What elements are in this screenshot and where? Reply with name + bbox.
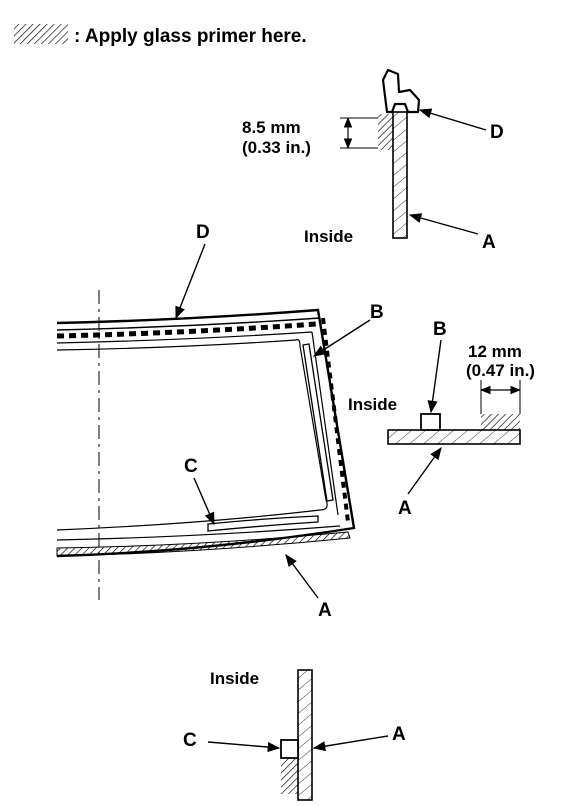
right-glass-pane [387,429,521,445]
bottom-inside-label: Inside [210,669,259,688]
primer-hatch-swatch [14,24,68,44]
inner-glass-area [56,339,328,531]
top-dimension-mm: 8.5 mm [242,118,301,137]
main-leader-b [312,319,371,357]
top-dimension-in: (0.33 in.) [242,138,311,157]
right-inside-label: Inside [348,395,397,414]
bottom-leader-c [207,741,281,753]
right-callout-b: B [433,319,447,340]
main-leader-c [193,477,215,526]
main-windshield-view: D B C A [56,222,384,621]
bottom-spacer-c [280,739,299,759]
right-callout-a: A [398,498,412,519]
top-callout-d: D [490,122,504,143]
top-primer-area [378,114,393,150]
bottom-primer-area [281,758,298,794]
main-leader-a [285,553,319,599]
side-inner-edge [311,331,339,516]
side-primer-dashes [321,317,350,523]
spacer-b-strip [302,343,334,502]
top-section-detail: 8.5 mm (0.33 in.) Inside D A [242,68,504,253]
main-callout-a: A [318,600,332,621]
legend: : Apply glass primer here. [14,24,307,47]
bottom-leader-a [312,735,389,752]
spacer-c-strip [207,515,319,532]
top-molding-band [56,317,321,331]
main-callout-d: D [196,222,210,243]
right-dimension-mm: 12 mm [468,342,522,361]
bottom-glass-pane [297,669,313,801]
right-primer-area [481,414,520,430]
legend-text: : Apply glass primer here. [74,26,307,47]
main-leader-d [175,243,206,320]
top-molding-inner [56,331,313,344]
bottom-callout-c: C [183,730,197,751]
main-callout-b: B [370,302,384,323]
right-leader-b [427,339,442,414]
bottom-callout-a: A [392,724,406,745]
top-leader-d [418,108,487,131]
right-spacer-b [420,413,441,431]
top-leader-a [408,213,479,235]
top-inside-label: Inside [304,227,353,246]
bottom-section-detail: Inside C A [183,669,406,801]
right-dimension-in: (0.47 in.) [466,361,535,380]
bottom-inner-line [56,525,341,541]
right-section-detail: 12 mm (0.47 in.) B Inside A [348,319,535,519]
main-callout-c: C [184,456,198,477]
top-molding-d [381,68,421,114]
top-glass-pane [392,111,408,239]
right-leader-a [407,446,442,495]
bottom-primer-band [56,531,351,557]
top-callout-a: A [482,232,496,253]
